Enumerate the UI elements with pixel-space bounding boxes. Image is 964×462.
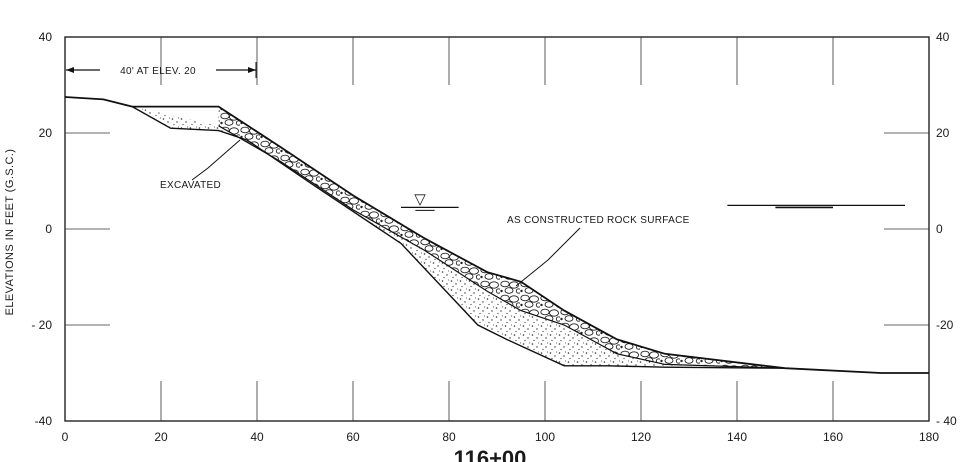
y-tick-label-left: 20 (39, 126, 53, 140)
x-tick-label: 20 (154, 430, 168, 444)
x-tick-label: 160 (823, 430, 843, 444)
y-tick-label-left: 40 (39, 30, 53, 44)
y-tick-label-right: 0 (936, 222, 943, 236)
left-y-axis-tick-labels: 40 20 0 - 20 -40 (31, 30, 52, 428)
excavated-leader-line (191, 139, 241, 181)
water-level-icon: ▽ (414, 191, 426, 208)
x-tick-label: 180 (919, 430, 939, 444)
as-constructed-surface-line (64, 96, 929, 374)
rock-surface-label: AS CONSTRUCTED ROCK SURFACE (507, 215, 690, 226)
y-axis-label: ELEVATIONS IN FEET (G.S.C.) (4, 149, 16, 316)
rock-surface-leader-line (515, 227, 581, 287)
right-y-axis-tick-labels: 40 20 0 -20 - 40 (936, 30, 957, 428)
y-tick-label-left: -40 (35, 414, 53, 428)
y-tick-label-left: 0 (45, 222, 52, 236)
x-axis-tick-labels: 0 20 40 60 80 100 120 140 160 180 (62, 430, 940, 444)
dimension-note: 40' AT ELEV. 20 (120, 66, 196, 77)
grid-lines (65, 37, 929, 421)
x-tick-label: 40 (250, 430, 264, 444)
x-tick-label: 0 (62, 430, 69, 444)
x-tick-label: 60 (346, 430, 360, 444)
x-tick-label: 80 (442, 430, 456, 444)
y-tick-label-left: - 20 (31, 318, 52, 332)
y-tick-label-right: 40 (936, 30, 950, 44)
excavated-profile-line (131, 105, 786, 369)
y-tick-label-right: 20 (936, 126, 950, 140)
rock-bottom-line (218, 125, 786, 369)
x-tick-label: 120 (631, 430, 651, 444)
y-tick-label-right: -20 (936, 318, 954, 332)
plot-frame (64, 36, 930, 422)
x-tick-label: 140 (727, 430, 747, 444)
y-tick-label-right: - 40 (936, 414, 957, 428)
excavated-sand-fill (132, 106, 785, 369)
x-tick-label: 100 (535, 430, 555, 444)
station-label: 116+00 (454, 446, 527, 462)
excavated-label: EXCAVATED (160, 180, 221, 191)
water-surface (401, 204, 905, 211)
dimension-arrow (66, 62, 257, 78)
